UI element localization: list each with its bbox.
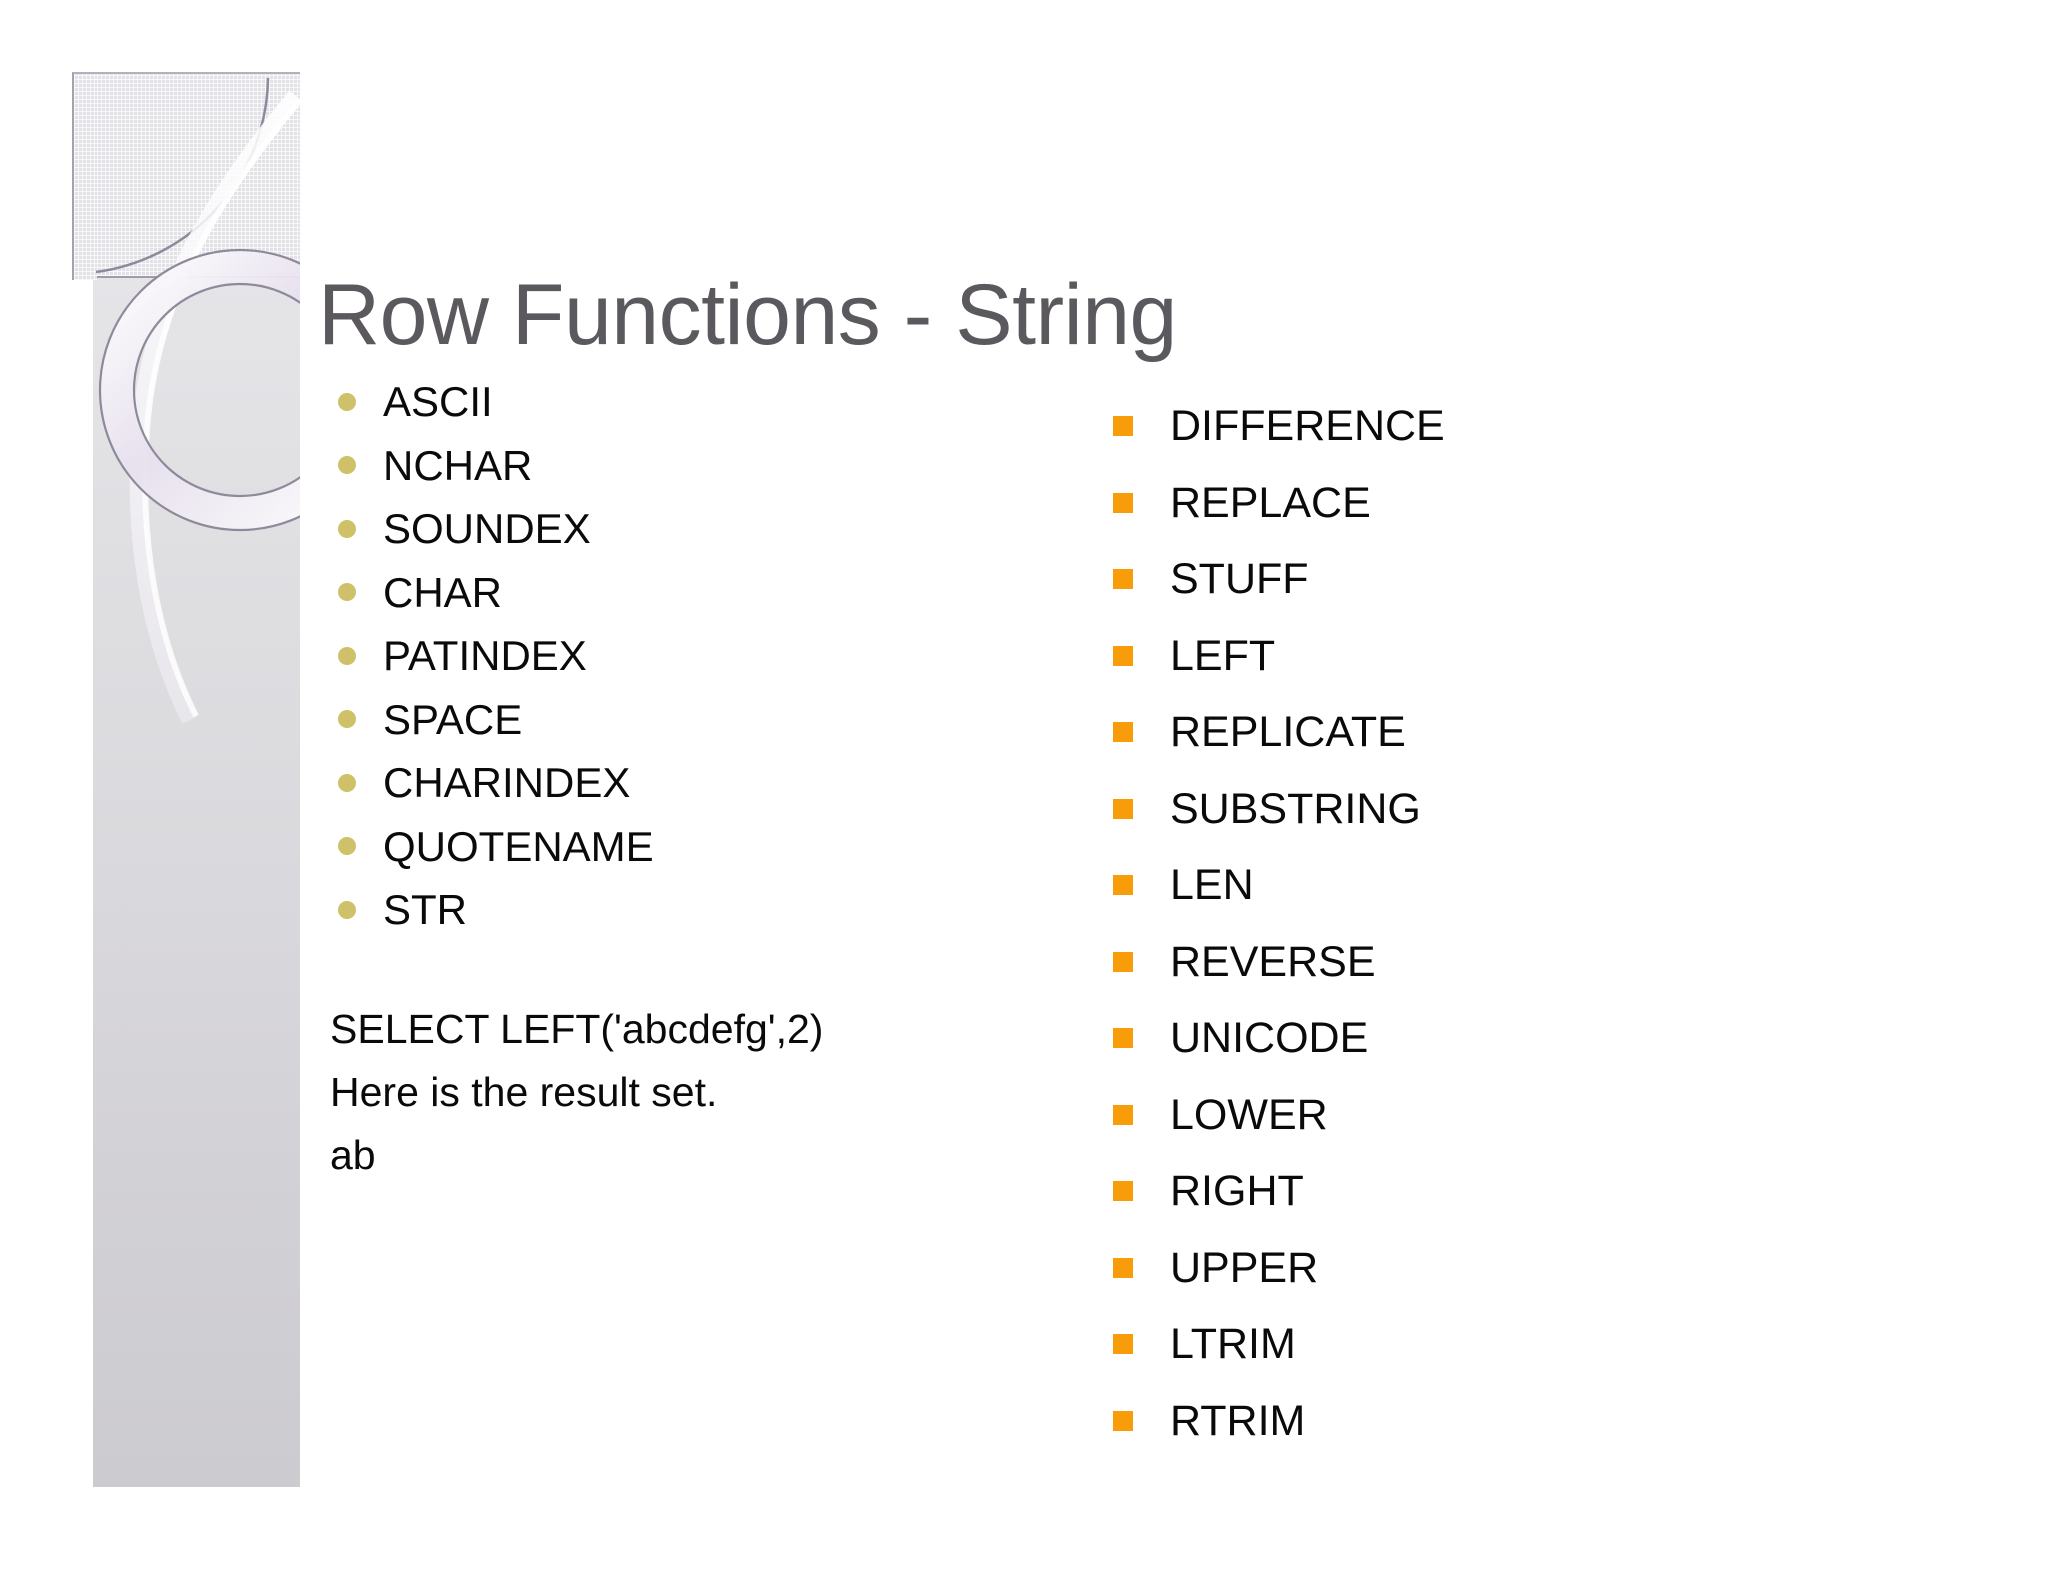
sidebar-grid-square-overflow <box>72 72 97 280</box>
list-item[interactable]: PATINDEX <box>330 624 850 688</box>
list-item[interactable]: CHARINDEX <box>330 751 850 815</box>
list-item-label: NCHAR <box>383 441 533 489</box>
list-item-label: STUFF <box>1170 555 1309 603</box>
list-item[interactable]: NCHAR <box>330 434 850 498</box>
list-item[interactable]: STR <box>330 878 850 942</box>
right-bullet-list: DIFFERENCE REPLACE STUFF LEFT REPLICATE … <box>1105 388 1725 1459</box>
list-item-label: LEN <box>1170 861 1254 909</box>
list-item-label: UPPER <box>1170 1243 1319 1292</box>
list-item[interactable]: LEFT <box>1105 618 1725 695</box>
list-item[interactable]: UPPER <box>1105 1230 1725 1307</box>
list-item-label: LTRIM <box>1170 1320 1296 1368</box>
bullet-dot-icon <box>338 710 356 729</box>
bullet-dot-icon <box>338 392 356 411</box>
example-query: SELECT LEFT('abcdefg',2) <box>330 1006 824 1052</box>
bullet-square-icon <box>1113 416 1133 437</box>
example-note: Here is the result set. <box>330 1069 718 1115</box>
sidebar-curves-clip <box>72 72 300 1487</box>
bullet-square-icon <box>1113 951 1133 972</box>
list-item-label: CHARINDEX <box>383 759 631 806</box>
list-item-label: UNICODE <box>1170 1014 1369 1062</box>
list-item[interactable]: RIGHT <box>1105 1153 1725 1230</box>
ring-inner-stroke <box>132 282 300 498</box>
list-item[interactable]: DIFFERENCE <box>1105 388 1725 465</box>
bullet-dot-icon <box>338 900 356 919</box>
left-function-list: ASCII NCHAR SOUNDEX CHAR PATINDEX SPACE <box>330 370 850 942</box>
quarter-arc <box>95 77 270 274</box>
bullet-square-icon <box>1113 722 1133 743</box>
bullet-square-icon <box>1113 1028 1133 1049</box>
bullet-square-icon <box>1113 1181 1133 1202</box>
right-function-list: DIFFERENCE REPLACE STUFF LEFT REPLICATE … <box>1105 388 1725 1459</box>
bullet-square-icon <box>1113 798 1133 819</box>
bullet-square-icon <box>1113 492 1133 513</box>
bullet-square-icon <box>1113 875 1133 896</box>
bullet-square-icon <box>1113 1410 1133 1431</box>
bullet-square-icon <box>1113 569 1133 590</box>
list-item[interactable]: UNICODE <box>1105 1000 1725 1077</box>
bullet-square-icon <box>1113 645 1133 666</box>
list-item-label: REPLICATE <box>1170 708 1406 756</box>
list-item[interactable]: ASCII <box>330 370 850 434</box>
list-item[interactable]: SUBSTRING <box>1105 771 1725 848</box>
list-item[interactable]: LOWER <box>1105 1077 1725 1154</box>
list-item[interactable]: STUFF <box>1105 541 1725 618</box>
list-item-label: DIFFERENCE <box>1170 402 1445 450</box>
list-item-label: SUBSTRING <box>1170 784 1421 833</box>
list-item-label: CHAR <box>383 568 503 616</box>
bullet-dot-icon <box>338 583 356 602</box>
sidebar-curve-graphics <box>95 77 300 724</box>
list-item[interactable]: REPLACE <box>1105 465 1725 542</box>
list-item[interactable]: SPACE <box>330 688 850 752</box>
list-item[interactable]: LEN <box>1105 847 1725 924</box>
list-item-label: REVERSE <box>1170 937 1376 986</box>
example-block: SELECT LEFT('abcdefg',2) Here is the res… <box>330 998 823 1187</box>
list-item[interactable]: REVERSE <box>1105 924 1725 1001</box>
list-item[interactable]: SOUNDEX <box>330 497 850 561</box>
bullet-dot-icon <box>338 837 356 856</box>
bullet-square-icon <box>1113 1334 1133 1355</box>
list-item-label: SPACE <box>383 695 523 743</box>
list-item-label: STR <box>383 886 467 933</box>
ring-band <box>100 250 300 530</box>
list-item-label: RIGHT <box>1170 1167 1304 1215</box>
bullet-square-icon <box>1113 1257 1133 1278</box>
list-item[interactable]: QUOTENAME <box>330 815 850 879</box>
list-item-label: QUOTENAME <box>383 822 654 870</box>
list-item[interactable]: CHAR <box>330 561 850 625</box>
list-item-label: PATINDEX <box>383 632 587 679</box>
list-item-label: LOWER <box>1170 1090 1328 1139</box>
list-item[interactable]: RTRIM <box>1105 1383 1725 1460</box>
bullet-dot-icon <box>338 646 356 665</box>
bullet-dot-icon <box>338 519 356 538</box>
list-item-label: RTRIM <box>1170 1396 1306 1445</box>
bullet-dot-icon <box>338 456 356 475</box>
ring-outer-stroke <box>98 248 300 532</box>
bullet-dot-icon <box>338 773 356 792</box>
swoosh-curve <box>129 90 300 724</box>
list-item-label: ASCII <box>383 378 493 425</box>
list-item[interactable]: REPLICATE <box>1105 694 1725 771</box>
bullet-square-icon <box>1113 1104 1133 1125</box>
list-item-label: SOUNDEX <box>383 505 591 552</box>
left-bullet-list: ASCII NCHAR SOUNDEX CHAR PATINDEX SPACE <box>330 370 850 942</box>
page-title: Row Functions - String <box>318 266 1177 363</box>
example-result: ab <box>330 1132 376 1178</box>
list-item-label: REPLACE <box>1170 478 1371 527</box>
list-item-label: LEFT <box>1170 631 1276 680</box>
list-item[interactable]: LTRIM <box>1105 1306 1725 1383</box>
